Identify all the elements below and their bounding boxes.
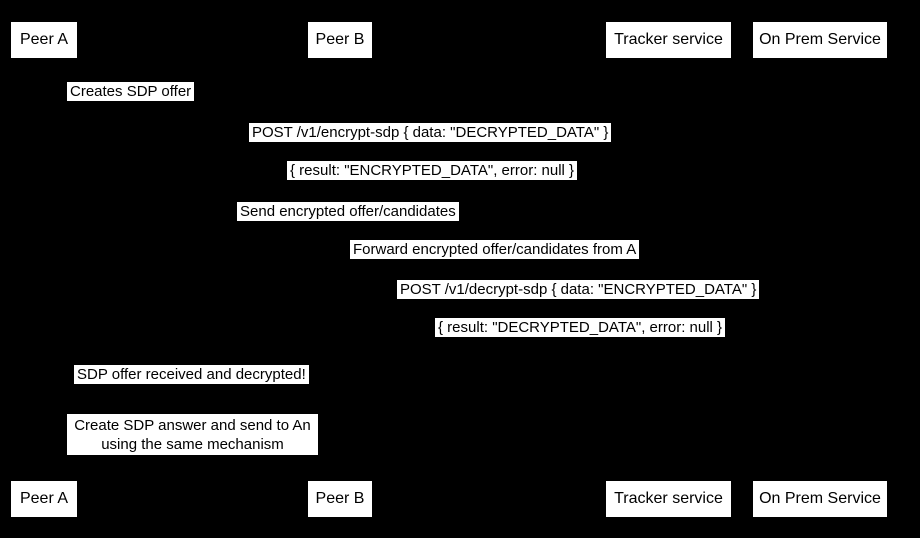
message-post-decrypt-sdp: POST /v1/decrypt-sdp { data: "ENCRYPTED_… [397,280,760,299]
actor-top-peer-b: Peer B [308,22,372,58]
lifeline-on-prem-service [820,58,821,481]
message-encrypt-result: { result: "ENCRYPTED_DATA", error: null … [287,161,578,180]
note-create-sdp-answer: Create SDP answer and send to An using t… [67,414,318,455]
actor-top-tracker-service: Tracker service [606,22,731,58]
actor-top-on-prem-service: On Prem Service [753,22,887,58]
actor-top-peer-a: Peer A [11,22,77,58]
message-sdp-offer-received: SDP offer received and decrypted! [74,365,309,384]
message-decrypt-result: { result: "DECRYPTED_DATA", error: null … [435,318,726,337]
note-line-1: Create SDP answer and send to An [74,417,311,434]
lifeline-tracker-service [668,58,669,481]
lifeline-peer-b [340,58,341,481]
message-creates-sdp-offer: Creates SDP offer [67,82,195,101]
actor-bottom-tracker-service: Tracker service [606,481,731,517]
message-post-encrypt-sdp: POST /v1/encrypt-sdp { data: "DECRYPTED_… [249,123,612,142]
actor-bottom-peer-a: Peer A [11,481,77,517]
note-line-2: using the same mechanism [101,436,284,453]
message-forward-encrypted-offer: Forward encrypted offer/candidates from … [350,240,640,259]
actor-bottom-on-prem-service: On Prem Service [753,481,887,517]
lifeline-peer-a [43,58,44,481]
message-send-encrypted-offer: Send encrypted offer/candidates [237,202,459,221]
actor-bottom-peer-b: Peer B [308,481,372,517]
